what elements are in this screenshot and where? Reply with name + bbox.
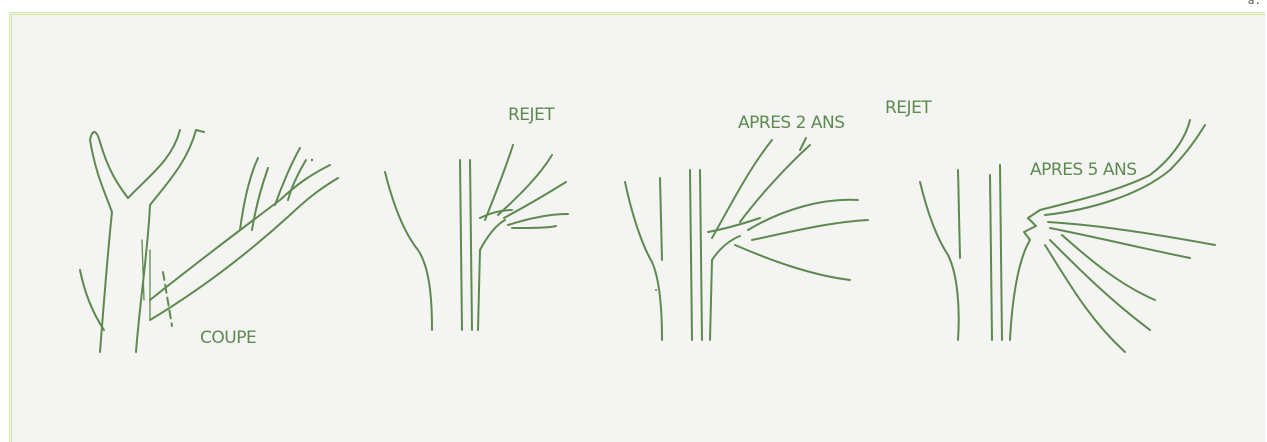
tree-4-after-5-years: REJET APRES 5 ANS [885, 98, 1216, 353]
tree-3-after-2-years: APRES 2 ANS [624, 113, 869, 341]
ink-dot [310, 158, 314, 162]
label-after-5-years: APRES 5 ANS [1030, 160, 1137, 180]
tree-2-sprout: REJET [384, 105, 569, 331]
page-label: a. [1247, 0, 1261, 7]
label-cut: COUPE [200, 328, 256, 348]
label-sprout-2: REJET [885, 98, 932, 118]
tree-1-cut: COUPE [79, 129, 339, 353]
label-after-2-years: APRES 2 ANS [738, 113, 845, 133]
ink-dot [655, 289, 657, 291]
label-sprout-1: REJET [508, 105, 555, 125]
